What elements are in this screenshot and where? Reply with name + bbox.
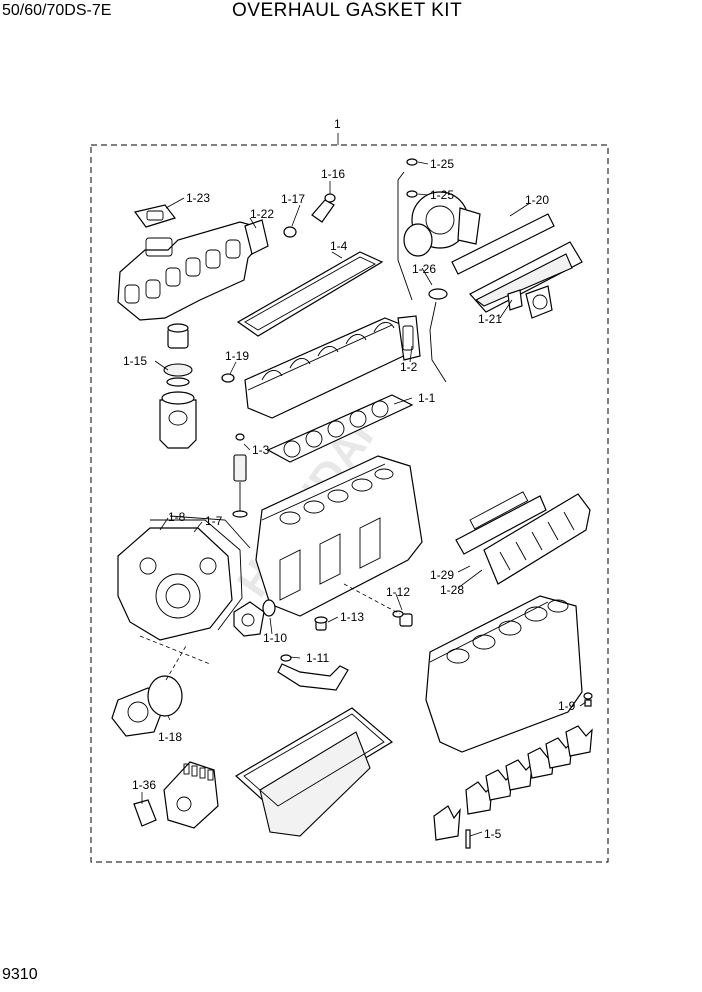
page-title: OVERHAUL GASKET KIT — [232, 0, 463, 21]
cylinder-head-gasket-part — [266, 394, 414, 463]
callout-1-23: 1-23 — [186, 191, 210, 205]
callout-1-28: 1-28 — [440, 583, 464, 597]
fuel-injection-pump-part — [163, 761, 219, 829]
callout-1-19: 1-19 — [225, 349, 249, 363]
thrust-washer-part — [465, 829, 471, 849]
small-nut-part — [221, 373, 235, 383]
cylinder-head-part — [244, 317, 416, 419]
callout-1-25-upper: 1-25 — [430, 157, 454, 171]
leader-lines — [139, 161, 587, 837]
callout-1-20: 1-20 — [525, 193, 549, 207]
callout-1-21: 1-21 — [478, 312, 502, 326]
callout-1-8: 1-8 — [168, 510, 186, 524]
timing-cover-part — [117, 527, 233, 641]
intake-gasket-part — [451, 213, 555, 275]
turbo-gasket-part — [397, 315, 421, 361]
callout-1-15: 1-15 — [123, 354, 147, 368]
callout-1-1: 1-1 — [418, 391, 436, 405]
cylinder-block-part — [425, 595, 583, 753]
o-ring-part — [147, 675, 183, 717]
callout-1-17: 1-17 — [281, 192, 305, 206]
oil-pan-part — [234, 707, 394, 837]
oil-pipe-part — [277, 654, 349, 691]
turbo-oil-feed-pipe-part — [397, 158, 418, 301]
plug-part — [583, 692, 593, 707]
callout-1-26: 1-26 — [412, 262, 436, 276]
main-bearing-shells-part — [433, 725, 593, 841]
exhaust-manifold-gasket-part — [117, 221, 265, 321]
callout-1-18: 1-18 — [158, 730, 182, 744]
callout-1-3: 1-3 — [252, 443, 270, 457]
drain-plug-part — [392, 610, 413, 627]
callout-1-4: 1-4 — [330, 239, 348, 253]
callout-1-5: 1-5 — [484, 827, 502, 841]
callout-1-16: 1-16 — [321, 167, 345, 181]
callout-1-2: 1-2 — [400, 360, 418, 374]
oil-pump-part — [233, 599, 276, 637]
valve-spring-part — [232, 433, 248, 518]
small-gasket-part — [507, 289, 523, 311]
kit-boundary — [90, 144, 609, 863]
pump-gasket-part — [133, 799, 157, 827]
callout-1-13: 1-13 — [340, 610, 364, 624]
timing-gasket-part — [150, 515, 251, 631]
turbo-flange-gasket-part — [133, 204, 177, 228]
fitting-part — [314, 616, 328, 631]
thermostat-housing-part — [159, 323, 197, 449]
model-number: 50/60/70DS-7E — [2, 2, 112, 19]
callout-1-36: 1-36 — [132, 778, 156, 792]
oil-cooler-gasket-part — [455, 491, 547, 555]
valve-cover-gasket-part — [236, 251, 384, 337]
callout-1-9: 1-9 — [558, 699, 576, 713]
callout-1-12: 1-12 — [386, 585, 410, 599]
callout-1-29: 1-29 — [430, 568, 454, 582]
callout-1-25-lower: 1-25 — [430, 188, 454, 202]
page-number: 9310 — [2, 966, 38, 983]
callout-1-7: 1-7 — [205, 514, 223, 528]
callout-1-11: 1-11 — [306, 651, 329, 665]
turbo-oil-return-pipe-part — [428, 288, 448, 383]
engine-block-part — [255, 455, 423, 617]
intake-manifold-part — [469, 241, 583, 319]
turbocharger-part — [403, 191, 481, 257]
callout-1-10: 1-10 — [263, 631, 287, 645]
assembly-label: 1 — [334, 117, 341, 131]
exhaust-manifold-gasket-part-2 — [244, 219, 269, 255]
callout-1-22: 1-22 — [250, 207, 274, 221]
oil-cooler-part — [483, 493, 591, 585]
